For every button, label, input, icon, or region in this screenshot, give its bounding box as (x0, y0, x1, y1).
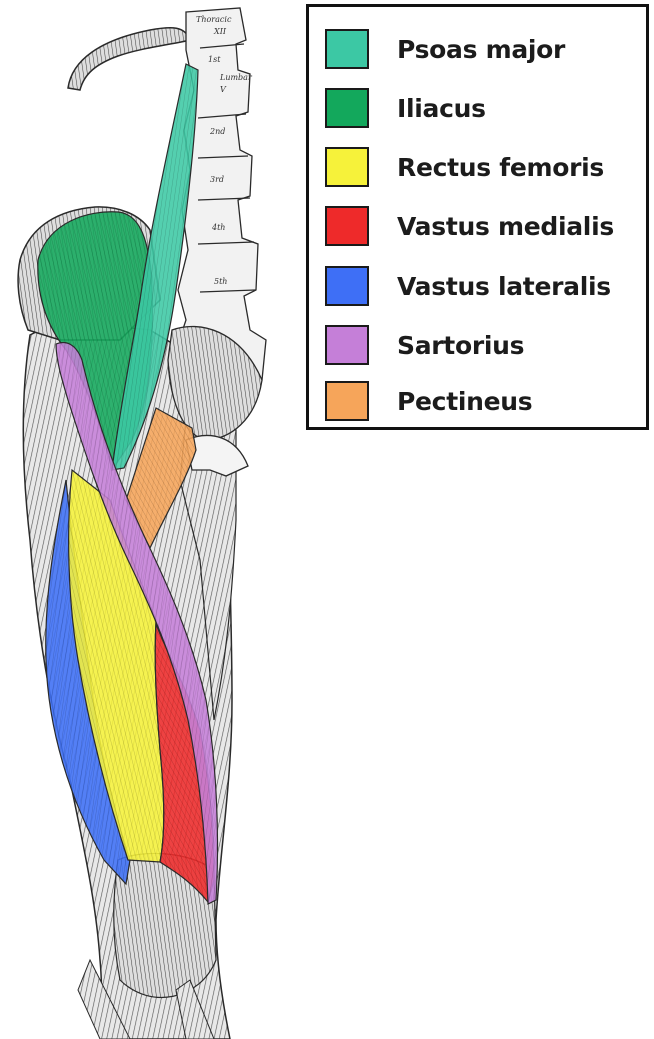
vertebra-label: 3rd (210, 175, 224, 184)
legend-label: Sartorius (397, 331, 524, 360)
legend: Psoas major Iliacus Rectus femoris Vastu… (306, 4, 649, 430)
legend-item-pectineus: Pectineus (325, 379, 532, 423)
legend-swatch (325, 325, 369, 365)
legend-label: Iliacus (397, 94, 486, 123)
legend-item-sartorius: Sartorius (325, 323, 524, 367)
legend-label: Vastus lateralis (397, 272, 611, 301)
legend-item-psoas-major: Psoas major (325, 27, 565, 71)
legend-swatch (325, 206, 369, 246)
vertebra-label: Thoracic (196, 15, 232, 24)
legend-label: Psoas major (397, 35, 565, 64)
legend-item-vastus-medialis: Vastus medialis (325, 204, 614, 248)
legend-swatch (325, 147, 369, 187)
vertebra-label: 4th (211, 223, 225, 232)
legend-swatch (325, 29, 369, 69)
vertebra-label: XII (213, 27, 227, 36)
legend-item-iliacus: Iliacus (325, 86, 486, 130)
vertebra-label: 2nd (209, 127, 225, 136)
legend-item-vastus-lateralis: Vastus lateralis (325, 264, 611, 308)
legend-label: Pectineus (397, 387, 532, 416)
legend-item-rectus-femoris: Rectus femoris (325, 145, 604, 189)
legend-swatch (325, 266, 369, 306)
legend-swatch (325, 381, 369, 421)
vertebra-label: 5th (214, 277, 227, 286)
vertebra-label: Lumbar (219, 73, 253, 82)
legend-swatch (325, 88, 369, 128)
vertebra-label: 1st (208, 55, 221, 64)
legend-label: Vastus medialis (397, 212, 614, 241)
legend-label: Rectus femoris (397, 153, 604, 182)
